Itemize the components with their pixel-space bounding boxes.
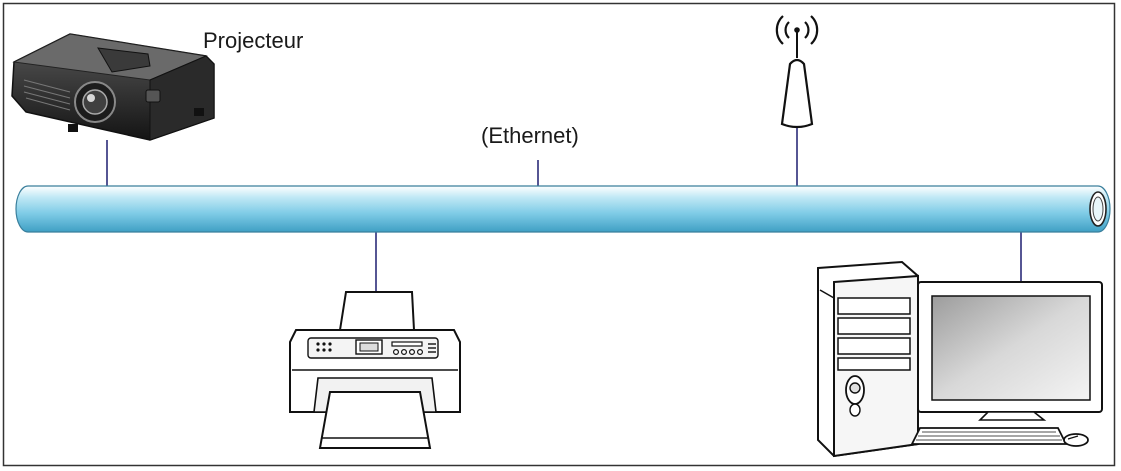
network-label: (Ethernet)	[481, 123, 579, 148]
ethernet-cable	[15, 185, 1111, 233]
printer-icon	[289, 291, 461, 449]
projector-label: Projecteur	[203, 28, 303, 53]
wifi-router-icon	[775, 15, 819, 129]
connector-lines	[106, 126, 1022, 292]
desktop-computer-icon	[817, 260, 1103, 458]
projector-icon	[11, 33, 215, 141]
